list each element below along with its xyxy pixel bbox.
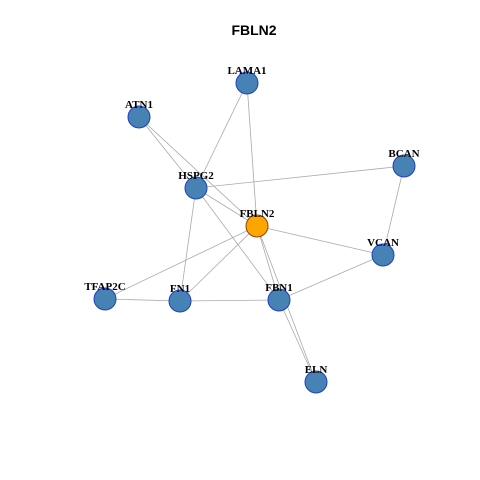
node-label-tfap2c: TFAP2C: [84, 281, 125, 293]
node-circle-fn1: [168, 289, 192, 313]
graph-title: FBLN2: [231, 22, 276, 38]
edge-hspg2-fn1: [179, 187, 197, 302]
node-label-eln: ELN: [305, 364, 328, 376]
edge-fbln2-fbn1: [256, 225, 280, 301]
node-fbln2: FBLN2: [240, 208, 275, 238]
node-atn1: ATN1: [125, 99, 153, 129]
node-circle-bcan: [392, 154, 416, 178]
node-lama1: LAMA1: [227, 65, 267, 95]
node-circle-hspg2: [184, 176, 208, 200]
edge-tfap2c-fn1: [104, 298, 181, 302]
node-circle-atn1: [127, 105, 151, 129]
edge-hspg2-fbn1: [195, 187, 280, 301]
node-label-vcan: VCAN: [367, 237, 399, 249]
edge-fbln2-tfap2c: [104, 225, 258, 300]
node-tfap2c: TFAP2C: [84, 281, 126, 311]
node-fn1: FN1: [168, 283, 192, 313]
node-bcan: BCAN: [388, 148, 420, 178]
edge-lama1-hspg2: [195, 82, 248, 189]
node-label-fbln2: FBLN2: [240, 208, 275, 220]
node-circle-eln: [304, 370, 328, 394]
edge-fn1-fbn1: [179, 299, 280, 302]
node-label-fn1: FN1: [170, 283, 190, 295]
node-label-atn1: ATN1: [125, 99, 153, 111]
edge-fbln2-vcan: [256, 225, 384, 256]
node-label-bcan: BCAN: [388, 148, 419, 160]
node-circle-lama1: [235, 71, 259, 95]
node-circle-tfap2c: [93, 287, 117, 311]
node-fbn1: FBN1: [265, 282, 293, 312]
edge-bcan-vcan: [382, 165, 405, 256]
node-eln: ELN: [304, 364, 328, 394]
node-label-fbn1: FBN1: [265, 282, 293, 294]
edge-fbn1-eln: [278, 299, 317, 383]
edge-hspg2-bcan: [195, 165, 405, 189]
edge-atn1-hspg2: [138, 116, 197, 189]
node-label-lama1: LAMA1: [227, 65, 266, 77]
edge-fbln2-fn1: [179, 225, 258, 302]
node-circle-fbn1: [267, 288, 291, 312]
node-circle-fbln2: [245, 214, 269, 238]
edge-fbln2-atn1: [138, 116, 258, 227]
node-circle-vcan: [371, 243, 395, 267]
edge-vcan-fbn1: [278, 254, 384, 301]
edge-fbln2-hspg2: [195, 187, 258, 227]
edge-layer: [104, 82, 405, 383]
node-hspg2: HSPG2: [178, 170, 214, 200]
edge-fbln2-lama1: [246, 82, 258, 227]
node-vcan: VCAN: [367, 237, 399, 267]
node-label-hspg2: HSPG2: [178, 170, 214, 182]
